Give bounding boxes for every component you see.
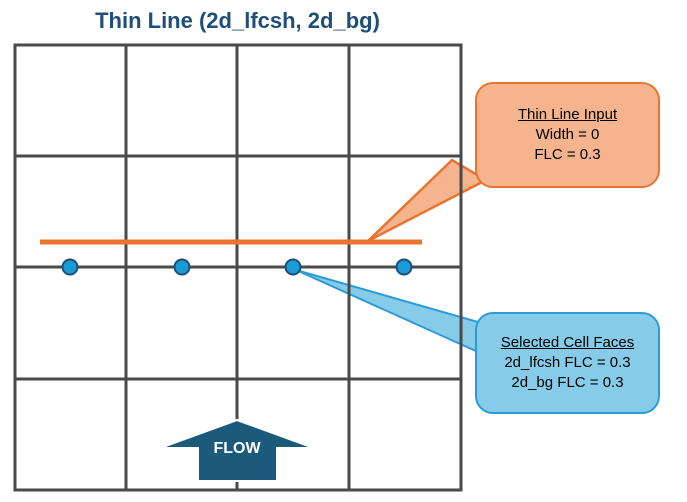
mesh-grid (13, 43, 463, 492)
selected-cell-faces (61, 258, 413, 276)
cell-faces-callout-pointer (295, 269, 479, 354)
thin-line-input-callout: Thin Line Input Width = 0 FLC = 0.3 (475, 82, 660, 188)
cell-face-point (61, 258, 79, 276)
cell-face-point (173, 258, 191, 276)
thin-line-flc-text: FLC = 0.3 (534, 146, 601, 163)
lfcsh-flc-text: 2d_lfcsh FLC = 0.3 (504, 354, 631, 371)
thin-line-callout-pointer (367, 158, 489, 243)
thin-line-input-heading: Thin Line Input (517, 106, 618, 123)
selected-cell-faces-callout: Selected Cell Faces 2d_lfcsh FLC = 0.3 2… (475, 312, 660, 414)
selected-cell-faces-heading: Selected Cell Faces (500, 334, 635, 351)
flow-arrow-label: FLOW (213, 440, 261, 457)
diagram-title: Thin Line (2d_lfcsh, 2d_bg) (95, 8, 380, 33)
cell-face-point (284, 258, 302, 276)
thin-line-width-text: Width = 0 (535, 126, 600, 143)
cell-face-point (395, 258, 413, 276)
flow-arrow-shape (159, 418, 315, 482)
bg-flc-text: 2d_bg FLC = 0.3 (511, 374, 624, 391)
